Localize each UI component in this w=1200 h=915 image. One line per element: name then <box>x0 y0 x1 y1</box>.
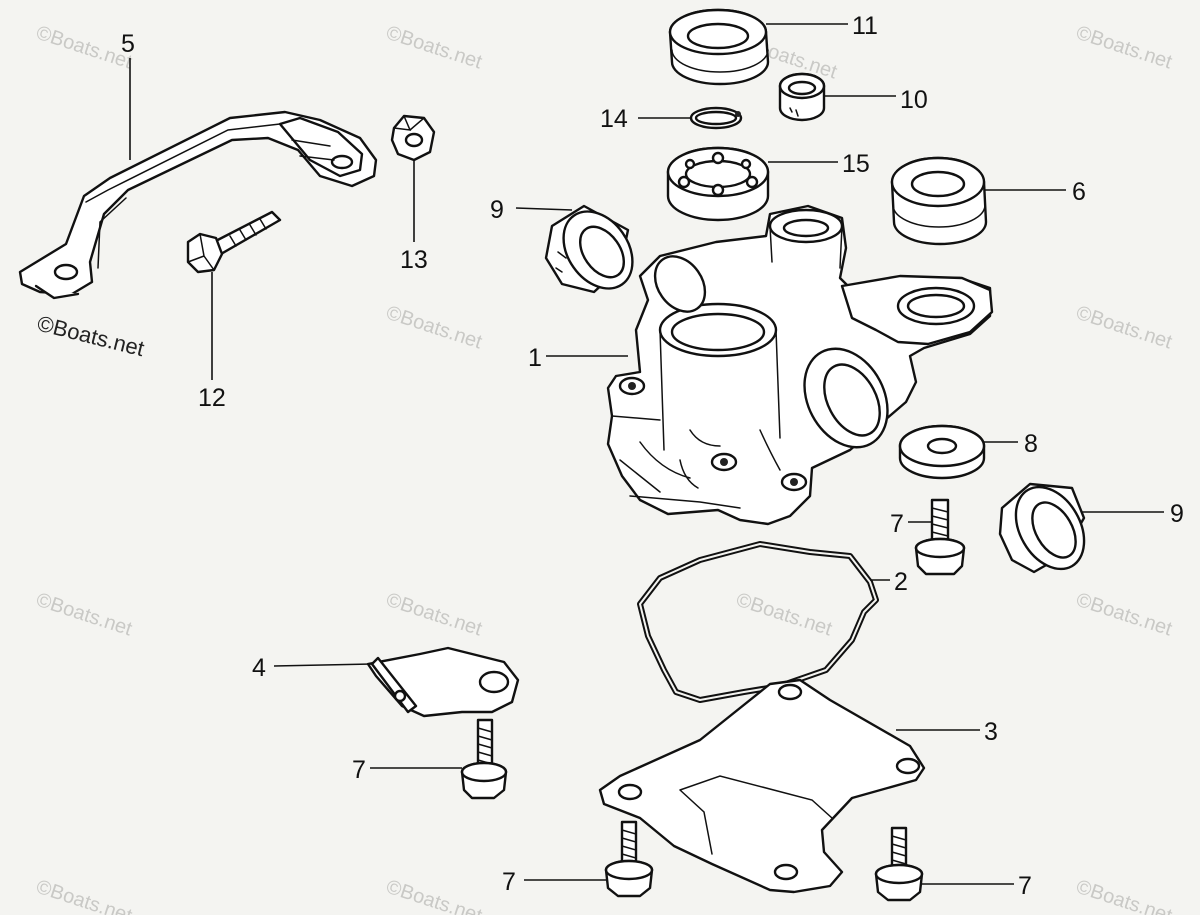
callout-7-b: 7 <box>352 756 366 784</box>
callout-12: 12 <box>198 384 226 412</box>
callout-2: 2 <box>894 568 908 596</box>
watermark-text: ©Boats.net <box>33 22 135 74</box>
part-6-rubber-mount <box>890 156 988 246</box>
part-9-seal-lower <box>998 482 1086 574</box>
callout-13: 13 <box>400 246 428 274</box>
watermark-text: ©Boats.net <box>733 589 835 641</box>
part-1-housing <box>606 204 994 526</box>
callout-6: 6 <box>1072 178 1086 206</box>
part-8-washer <box>898 424 986 480</box>
part-4-plate <box>366 646 520 718</box>
callout-7-c: 7 <box>502 868 516 896</box>
callout-14: 14 <box>600 105 628 133</box>
watermark-text: ©Boats.net <box>33 876 135 915</box>
watermark-grid: ©Boats.net ©Boats.net ©Boats.net ©Boats.… <box>33 22 1175 915</box>
callout-11: 11 <box>852 12 878 40</box>
part-10-collar <box>778 72 826 122</box>
part-11-seal <box>668 8 770 86</box>
watermark-main: ©Boats.net <box>35 311 147 362</box>
part-14-snap-ring <box>689 106 743 130</box>
leader-9a <box>515 207 573 211</box>
part-7-bolt-2 <box>460 718 508 800</box>
callout-9-lower: 9 <box>1170 500 1184 528</box>
leader-4 <box>273 663 373 667</box>
callout-1: 1 <box>528 344 542 372</box>
watermark-text: ©Boats.net <box>1073 589 1175 641</box>
leader-lines <box>129 23 1164 885</box>
watermark-text: ©Boats.net <box>1073 22 1175 74</box>
callout-10: 10 <box>900 86 928 114</box>
part-7-bolt-3 <box>604 820 654 898</box>
part-2-gasket <box>637 541 879 703</box>
callout-15: 15 <box>842 150 870 178</box>
callout-5: 5 <box>121 30 135 58</box>
part-3-cover-plate <box>598 678 926 894</box>
part-12-bolt <box>186 210 282 274</box>
part-13-nut <box>390 114 436 162</box>
part-15-bearing <box>666 146 770 222</box>
callout-8: 8 <box>1024 430 1038 458</box>
watermark-text: ©Boats.net <box>33 589 135 641</box>
watermark-text: ©Boats.net <box>383 589 485 641</box>
callout-labels: 5 11 10 14 15 9 6 13 1 12 8 9 7 2 4 3 7 … <box>121 12 1184 900</box>
watermark-text: ©Boats.net <box>1073 302 1175 354</box>
watermark-text: ©Boats.net <box>383 22 485 74</box>
watermark-text: ©Boats.net <box>383 302 485 354</box>
part-7-bolt-4 <box>874 826 924 902</box>
callout-4: 4 <box>252 654 266 682</box>
callout-7-a: 7 <box>890 510 904 538</box>
watermark-text: ©Boats.net <box>1073 876 1175 915</box>
part-5-bracket-arm <box>18 110 378 300</box>
watermark-text: ©Boats.net <box>383 876 485 915</box>
callout-9-upper: 9 <box>490 196 504 224</box>
callout-3: 3 <box>984 718 998 746</box>
callout-7-d: 7 <box>1018 872 1032 900</box>
part-9-seal-upper <box>544 204 634 294</box>
part-7-bolt-1 <box>914 498 966 576</box>
